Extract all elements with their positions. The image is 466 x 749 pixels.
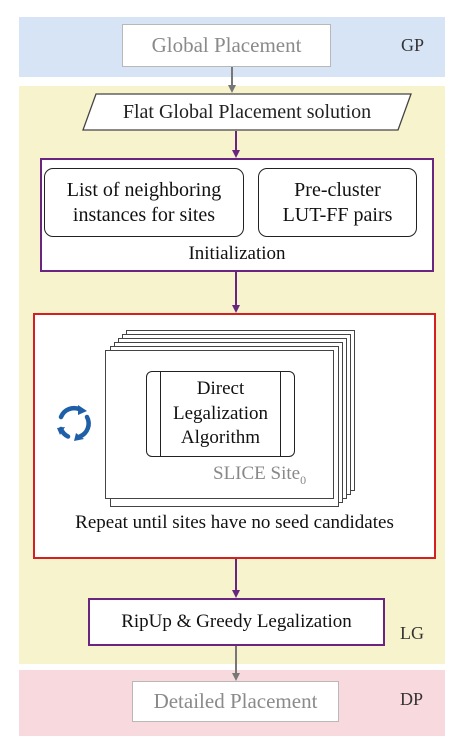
repeat-condition-label: Repeat until sites have no seed candidat… (75, 512, 394, 533)
algorithm-line-1: Direct (196, 377, 245, 399)
detailed-placement-box: Detailed Placement (132, 681, 339, 722)
direct-legalization-algorithm-box: Direct Legalization Algorithm (146, 371, 295, 457)
algorithm-line-3: Algorithm (180, 427, 261, 449)
flat-solution-node: Flat Global Placement solution (82, 93, 412, 131)
lg-stage-label: LG (400, 623, 424, 643)
dp-stage-label: DP (400, 689, 424, 709)
neighbor-list-box: List of neighboring instances for sites (44, 168, 244, 237)
slice-site-text: SLICE Site (213, 463, 301, 484)
precluster-box: Pre-cluster LUT-FF pairs (258, 168, 417, 237)
slice-site-subscript: 0 (300, 472, 307, 487)
global-placement-box: Global Placement (122, 24, 331, 67)
initialization-label: Initialization (188, 243, 286, 264)
refresh-cycle-icon (57, 405, 91, 441)
precluster-line-1: Pre-cluster (294, 178, 381, 201)
algo-left-bar (160, 372, 161, 456)
neighbor-list-line-2: instances for sites (72, 203, 216, 226)
slice-site-label: SLICE Site0 (213, 463, 343, 488)
ripup-greedy-legalization-box: RipUp & Greedy Legalization (88, 598, 385, 646)
flat-solution-label: Flat Global Placement solution (122, 100, 372, 123)
precluster-line-2: LUT-FF pairs (282, 203, 393, 226)
gp-stage-label: GP (401, 35, 425, 55)
algorithm-line-2: Legalization (173, 402, 268, 424)
parallelogram-shape (82, 93, 412, 131)
algo-right-bar (280, 372, 281, 456)
neighbor-list-line-1: List of neighboring (66, 178, 222, 201)
